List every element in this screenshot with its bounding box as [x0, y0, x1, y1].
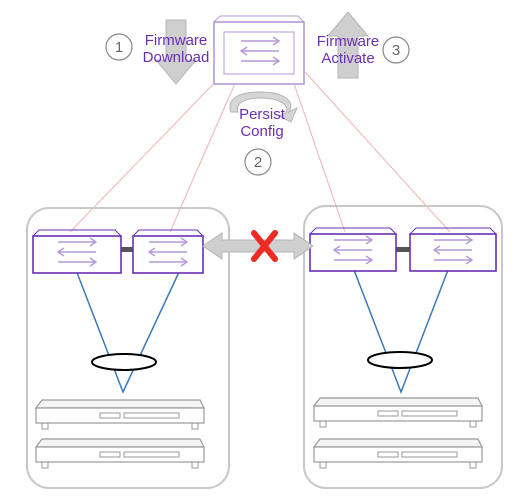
step-2-badge: [244, 148, 272, 176]
server-icon: [35, 399, 205, 430]
upload-arrow-icon: [326, 11, 370, 79]
step-1-label-line1: Firmware: [145, 32, 208, 49]
server-icon: [313, 397, 483, 428]
step-1-number: 1: [115, 39, 123, 56]
step-3-label-line1: Firmware: [317, 33, 380, 50]
circular-arrow-icon: [229, 91, 298, 123]
double-headed-arrow-icon: [202, 232, 314, 260]
step-3-badge: [382, 36, 410, 64]
switch-icon: [32, 229, 122, 274]
step-2-label-line1: Persist: [239, 106, 286, 123]
server-icon: [35, 438, 205, 469]
server-uplinks: [75, 269, 449, 395]
blocked-x-icon: [251, 230, 278, 262]
server-icon: [313, 438, 483, 469]
switch-icon: [409, 227, 497, 272]
step-3-number: 3: [392, 42, 400, 59]
step-1-badge: [105, 33, 133, 61]
link-bundle-ellipse-icon: [367, 351, 433, 369]
step-2-label-line2: Config: [240, 123, 283, 140]
right-inter-switch-link: [395, 247, 415, 252]
switch-icon: [213, 15, 305, 85]
right-switch-group: [303, 205, 503, 489]
download-arrow-icon: [154, 19, 198, 85]
switch-icon: [132, 229, 204, 274]
switch-icon: [309, 227, 397, 272]
link-bundle-ellipse-icon: [91, 353, 157, 371]
step-2-number: 2: [254, 154, 262, 171]
step-1-label-line2: Download: [143, 49, 210, 66]
left-switch-group: [26, 207, 230, 489]
step-3-label-line2: Activate: [321, 50, 374, 67]
left-inter-switch-link: [118, 247, 138, 252]
